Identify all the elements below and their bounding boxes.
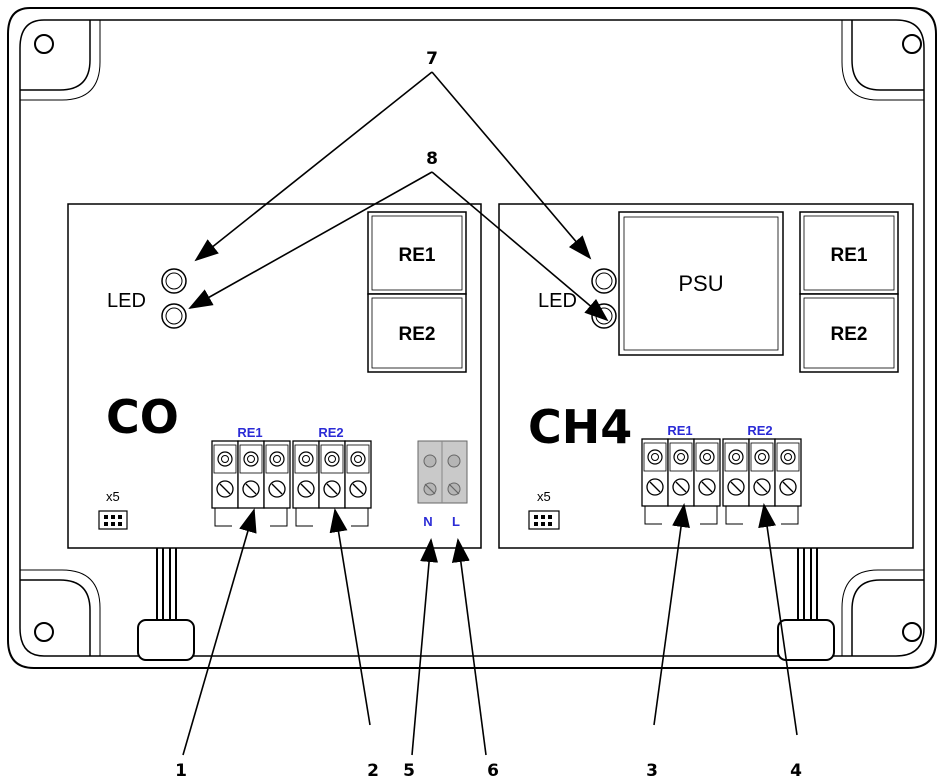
led-label-co: LED bbox=[107, 290, 146, 312]
ch4-terminal-block-re2 bbox=[722, 438, 802, 525]
mount-hole-top-right bbox=[841, 20, 924, 101]
relay-re1-co: RE1 bbox=[367, 211, 467, 295]
callout-1: 1 bbox=[175, 761, 187, 780]
co-board: RE1 RE2 LED CO RE1 RE2 N bbox=[67, 203, 482, 549]
co-terminal-block-re2 bbox=[292, 440, 372, 527]
terminal-screw-cell bbox=[344, 440, 372, 509]
callout-8-leader-left bbox=[188, 171, 433, 309]
relay-re2-co-label: RE2 bbox=[399, 324, 436, 345]
enclosure bbox=[7, 7, 937, 669]
relay-re1-ch4-label: RE1 bbox=[831, 245, 868, 266]
callout-5-leader bbox=[411, 538, 439, 756]
callout-8-leader-right bbox=[431, 171, 609, 322]
ch4-terminal-re2-label: RE2 bbox=[747, 423, 772, 438]
power-terminal-l-label: L bbox=[452, 514, 460, 529]
callout-3-leader bbox=[653, 503, 690, 726]
callout-4-leader bbox=[758, 503, 798, 736]
led-label-ch4: LED bbox=[538, 290, 577, 312]
co-terminal-re2-label: RE2 bbox=[318, 425, 343, 440]
terminal-screw-cell bbox=[237, 440, 265, 509]
callout-numbers: 7 8 1 2 5 6 3 4 bbox=[175, 49, 802, 780]
relay-re1-co-label: RE1 bbox=[399, 245, 436, 266]
jumper-label-co: x5 bbox=[106, 489, 120, 504]
callout-3: 3 bbox=[646, 761, 658, 780]
callout-4: 4 bbox=[790, 761, 802, 780]
led-indicators-co: LED bbox=[107, 268, 187, 329]
callout-8: 8 bbox=[426, 149, 438, 169]
terminal-screw-cell bbox=[211, 440, 239, 509]
psu-module: PSU bbox=[618, 211, 784, 356]
callout-2-leader bbox=[329, 508, 371, 726]
co-terminal-block-re1 bbox=[211, 440, 291, 527]
callout-1-leader bbox=[182, 508, 257, 756]
mount-hole-top-left bbox=[20, 20, 101, 101]
terminal-screw-cell bbox=[774, 438, 802, 507]
ch4-terminal-block-re1 bbox=[641, 438, 721, 525]
cable-gland-left bbox=[137, 548, 195, 661]
relay-re2-co: RE2 bbox=[367, 293, 467, 373]
callout-2: 2 bbox=[367, 761, 379, 780]
mount-hole-bottom-left bbox=[20, 569, 101, 656]
callout-6: 6 bbox=[487, 761, 499, 780]
terminal-screw-cell bbox=[667, 438, 695, 507]
callout-5: 5 bbox=[403, 761, 415, 780]
callout-7: 7 bbox=[426, 49, 438, 69]
power-terminal-n-label: N bbox=[423, 514, 432, 529]
co-board-title: CO bbox=[106, 390, 179, 444]
co-terminal-re1-label: RE1 bbox=[237, 425, 262, 440]
power-terminal-block bbox=[417, 440, 468, 504]
cable-gland-right bbox=[777, 548, 835, 661]
terminal-screw-cell bbox=[318, 440, 346, 509]
callout-7-leader-right bbox=[431, 71, 592, 260]
callout-leaders bbox=[182, 71, 798, 756]
terminal-screw-cell bbox=[263, 440, 291, 509]
ch4-board: PSU RE1 RE2 LED CH4 RE1 RE2 x5 bbox=[498, 203, 914, 549]
callout-7-leader-left bbox=[194, 71, 433, 262]
psu-label: PSU bbox=[678, 271, 723, 296]
terminal-screw-cell bbox=[641, 438, 669, 507]
jumper-label-ch4: x5 bbox=[537, 489, 551, 504]
mount-hole-bottom-right bbox=[841, 569, 924, 656]
relay-re2-ch4-label: RE2 bbox=[831, 324, 868, 345]
terminal-screw-cell bbox=[292, 440, 320, 509]
terminal-screw-cell bbox=[748, 438, 776, 507]
jumper-header-co bbox=[98, 510, 128, 530]
relay-re1-ch4: RE1 bbox=[799, 211, 899, 295]
ch4-board-title: CH4 bbox=[528, 400, 632, 454]
ch4-terminal-re1-label: RE1 bbox=[667, 423, 692, 438]
relay-re2-ch4: RE2 bbox=[799, 293, 899, 373]
terminal-screw-cell bbox=[693, 438, 721, 507]
jumper-header-ch4 bbox=[528, 510, 560, 530]
terminal-screw-cell bbox=[722, 438, 750, 507]
callout-6-leader bbox=[451, 538, 487, 756]
